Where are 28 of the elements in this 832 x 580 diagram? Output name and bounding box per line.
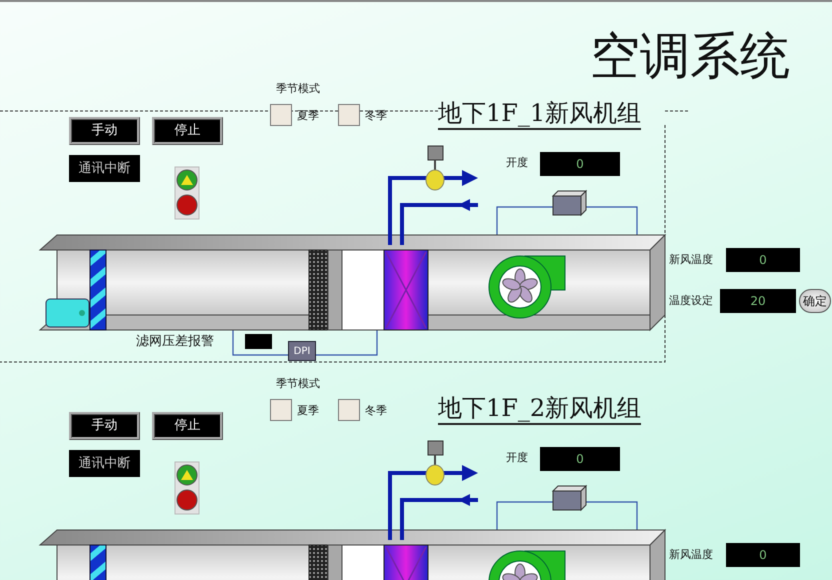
value-display: 0 <box>726 248 800 272</box>
field-label: 新风温度 <box>669 547 713 563</box>
checkbox-label: 夏季 <box>297 403 319 419</box>
alarm-label: 滤网压差报警 <box>136 334 214 350</box>
field-label: 新风温度 <box>669 252 713 268</box>
value-display: 0 <box>726 543 800 567</box>
checkbox-label: 冬季 <box>365 108 387 124</box>
unit-title: 地下1F_2新风机组 <box>438 393 642 425</box>
mode-button: 手动 <box>69 117 140 145</box>
mode-button: 手动 <box>69 412 140 440</box>
section-caption: 季节模式 <box>276 376 320 392</box>
section-caption: 季节模式 <box>276 81 320 97</box>
status-indicator: 通讯中断 <box>69 450 140 477</box>
field-label: 开度 <box>506 450 528 466</box>
field-label: 开度 <box>506 155 528 171</box>
page-title: 空调系统 <box>590 26 790 86</box>
stop-button: 停止 <box>152 117 223 145</box>
value-display: 20 <box>720 289 796 313</box>
pressure-sensor: DPI <box>288 341 316 361</box>
checkbox-label: 夏季 <box>297 108 319 124</box>
field-label: 温度设定 <box>669 293 713 309</box>
checkbox-label: 冬季 <box>365 403 387 419</box>
value-display: 0 <box>540 447 620 471</box>
stop-button: 停止 <box>152 412 223 440</box>
status-indicator: 通讯中断 <box>69 155 140 182</box>
confirm-button: 确定 <box>799 289 831 313</box>
unit-title: 地下1F_1新风机组 <box>438 98 642 130</box>
value-display: 0 <box>540 152 620 176</box>
